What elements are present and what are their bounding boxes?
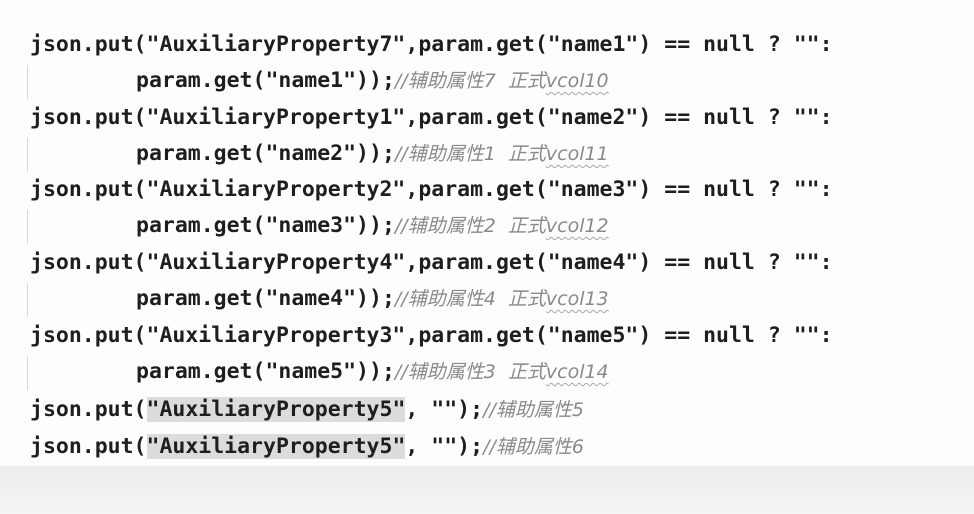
code-text: json.put("AuxiliaryProperty1",param.get(… bbox=[30, 105, 833, 130]
comment-tag: vcol13 bbox=[545, 288, 609, 310]
indent-guide bbox=[27, 65, 28, 99]
indent-guide bbox=[27, 138, 28, 172]
code-line[interactable]: json.put("AuxiliaryProperty2",param.get(… bbox=[30, 172, 833, 208]
code-text: param.get("name3")); bbox=[136, 213, 395, 238]
comment: //辅助属性2 正式 bbox=[394, 215, 546, 237]
highlighted-string: "AuxiliaryProperty5" bbox=[146, 397, 406, 422]
code-text: , ""); bbox=[405, 434, 484, 459]
comment: //辅助属性4 正式 bbox=[394, 288, 546, 310]
code-line[interactable]: param.get("name5"));//辅助属性3 正式vcol14 bbox=[136, 354, 609, 390]
comment: //辅助属性1 正式 bbox=[394, 143, 546, 165]
indent-guide bbox=[27, 210, 28, 244]
comment: //辅助属性6 bbox=[483, 436, 584, 458]
code-text: json.put("AuxiliaryProperty3",param.get(… bbox=[30, 323, 833, 348]
code-text: , ""); bbox=[405, 397, 484, 422]
code-text: param.get("name4")); bbox=[136, 286, 395, 311]
code-text: param.get("name2")); bbox=[136, 141, 395, 166]
code-text: json.put("AuxiliaryProperty4",param.get(… bbox=[30, 250, 833, 275]
code-line[interactable]: json.put("AuxiliaryProperty5", "");//辅助属… bbox=[30, 429, 584, 465]
indent-guide bbox=[27, 283, 28, 317]
code-text: json.put("AuxiliaryProperty2",param.get(… bbox=[30, 177, 833, 202]
code-line[interactable]: param.get("name4"));//辅助属性4 正式vcol13 bbox=[136, 281, 609, 317]
code-line[interactable]: json.put("AuxiliaryProperty1",param.get(… bbox=[30, 100, 833, 136]
highlighted-string: "AuxiliaryProperty5" bbox=[146, 434, 406, 459]
code-line[interactable]: json.put("AuxiliaryProperty4",param.get(… bbox=[30, 245, 833, 281]
code-line[interactable]: param.get("name1"));//辅助属性7 正式vcol10 bbox=[136, 63, 609, 99]
code-line[interactable]: json.put("AuxiliaryProperty7",param.get(… bbox=[30, 27, 833, 63]
code-text: param.get("name1")); bbox=[136, 68, 395, 93]
code-text: json.put( bbox=[30, 397, 147, 422]
comment-tag: vcol12 bbox=[545, 215, 609, 237]
code-text: json.put( bbox=[30, 434, 147, 459]
code-line[interactable]: json.put("AuxiliaryProperty3",param.get(… bbox=[30, 318, 833, 354]
indent-guide bbox=[27, 356, 28, 390]
bottom-panel bbox=[0, 466, 974, 514]
code-text: json.put("AuxiliaryProperty7",param.get(… bbox=[30, 32, 833, 57]
comment: //辅助属性5 bbox=[483, 399, 584, 421]
comment: //辅助属性3 正式 bbox=[394, 361, 546, 383]
code-editor[interactable]: json.put("AuxiliaryProperty7",param.get(… bbox=[0, 0, 974, 466]
comment-tag: vcol10 bbox=[545, 70, 609, 92]
code-line[interactable]: json.put("AuxiliaryProperty5", "");//辅助属… bbox=[30, 392, 584, 428]
comment-tag: vcol14 bbox=[545, 361, 609, 383]
code-line[interactable]: param.get("name2"));//辅助属性1 正式vcol11 bbox=[136, 136, 609, 172]
comment: //辅助属性7 正式 bbox=[394, 70, 546, 92]
comment-tag: vcol11 bbox=[545, 143, 609, 165]
code-text: param.get("name5")); bbox=[136, 359, 395, 384]
code-line[interactable]: param.get("name3"));//辅助属性2 正式vcol12 bbox=[136, 208, 609, 244]
